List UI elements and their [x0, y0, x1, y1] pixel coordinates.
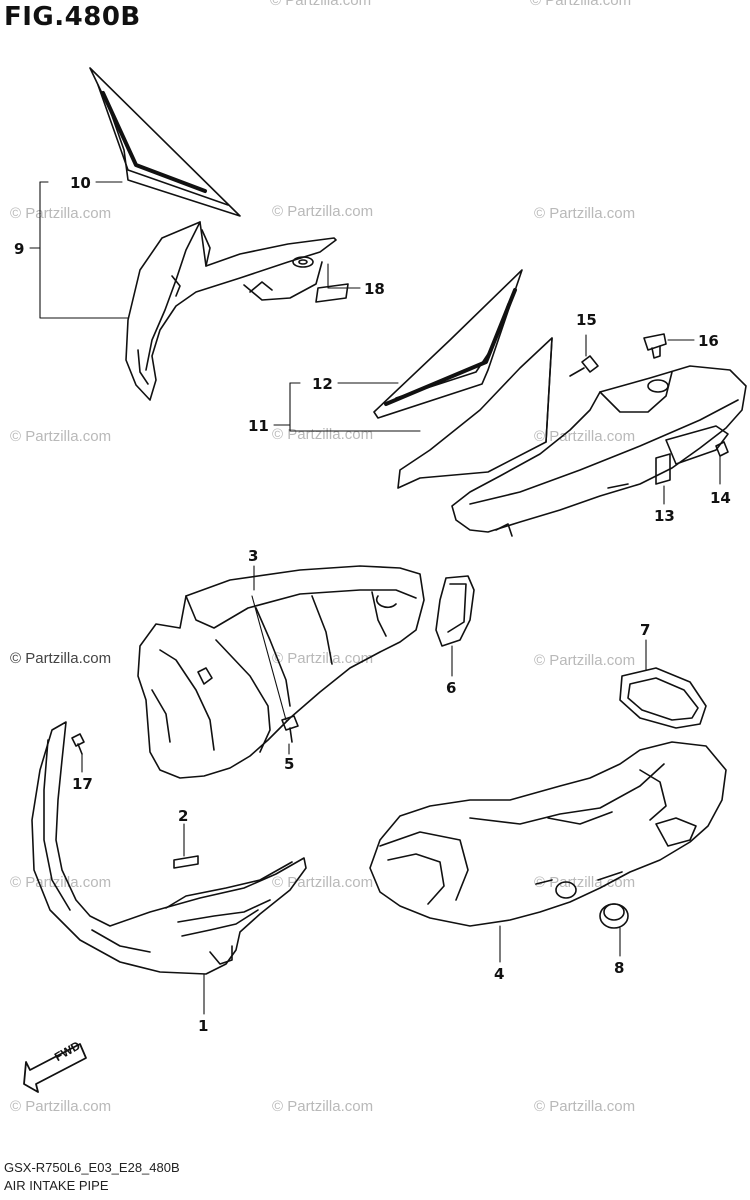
callout-13: 13 [654, 507, 675, 525]
callout-7: 7 [640, 621, 651, 639]
diagram-caption: AIR INTAKE PIPE [4, 1178, 109, 1193]
watermark: © Partzilla.com [534, 874, 636, 891]
callout-2: 2 [178, 807, 189, 825]
watermark: © Partzilla.com [534, 1098, 636, 1115]
figure-title: FIG.480B [4, 2, 141, 32]
part-7-gasket [619, 667, 707, 729]
part-1-cover [31, 721, 307, 975]
callout-4: 4 [494, 965, 505, 983]
diagram-code: GSX-R750L6_E03_E28_480B [4, 1160, 180, 1175]
watermark: © Partzilla.com [10, 1098, 112, 1115]
callout-1: 1 [198, 1017, 209, 1035]
watermark: © Partzilla.com [530, 0, 632, 9]
callout-6: 6 [446, 679, 457, 697]
watermark: © Partzilla.com [270, 0, 372, 9]
part-6-seal [435, 575, 475, 647]
watermark: © Partzilla.com [272, 650, 374, 667]
part-10-panel [89, 67, 241, 217]
callout-15: 15 [576, 311, 597, 329]
callout-9: 9 [14, 240, 25, 258]
fwd-arrow-icon [23, 1043, 87, 1093]
callout-14: 14 [710, 489, 731, 507]
callout-5: 5 [284, 755, 295, 773]
part-8-grommet [599, 903, 629, 929]
part-14-nut [715, 441, 729, 457]
watermark: © Partzilla.com [534, 652, 636, 669]
watermark: © Partzilla.com [272, 874, 374, 891]
watermark: © Partzilla.com [10, 205, 112, 222]
part-11-cover [397, 337, 747, 537]
part-2-label [173, 855, 199, 869]
callout-12: 12 [312, 375, 333, 393]
callout-3: 3 [248, 547, 259, 565]
callout-17: 17 [72, 775, 93, 793]
callout-18: 18 [364, 280, 385, 298]
watermark: © Partzilla.com [10, 874, 112, 891]
leader-lines [29, 181, 721, 1015]
callout-16: 16 [698, 332, 719, 350]
watermark: © Partzilla.com [10, 650, 112, 667]
part-16-rivet [643, 333, 667, 359]
part-18-label [315, 283, 349, 303]
callout-11: 11 [248, 417, 269, 435]
part-5-screw [281, 715, 299, 743]
callout-8: 8 [614, 959, 625, 977]
watermark: © Partzilla.com [272, 203, 374, 220]
part-15-screw [569, 355, 599, 377]
watermark: © Partzilla.com [272, 426, 374, 443]
watermark: © Partzilla.com [272, 1098, 374, 1115]
callout-10: 10 [70, 174, 91, 192]
part-9-cover [125, 221, 337, 401]
part-3-pipe [137, 565, 425, 779]
watermark: © Partzilla.com [10, 428, 112, 445]
part-4-pipe [369, 741, 727, 927]
part-17-screw [71, 733, 85, 755]
watermark: © Partzilla.com [534, 205, 636, 222]
watermark: © Partzilla.com [534, 428, 636, 445]
part-12-panel [373, 269, 523, 419]
